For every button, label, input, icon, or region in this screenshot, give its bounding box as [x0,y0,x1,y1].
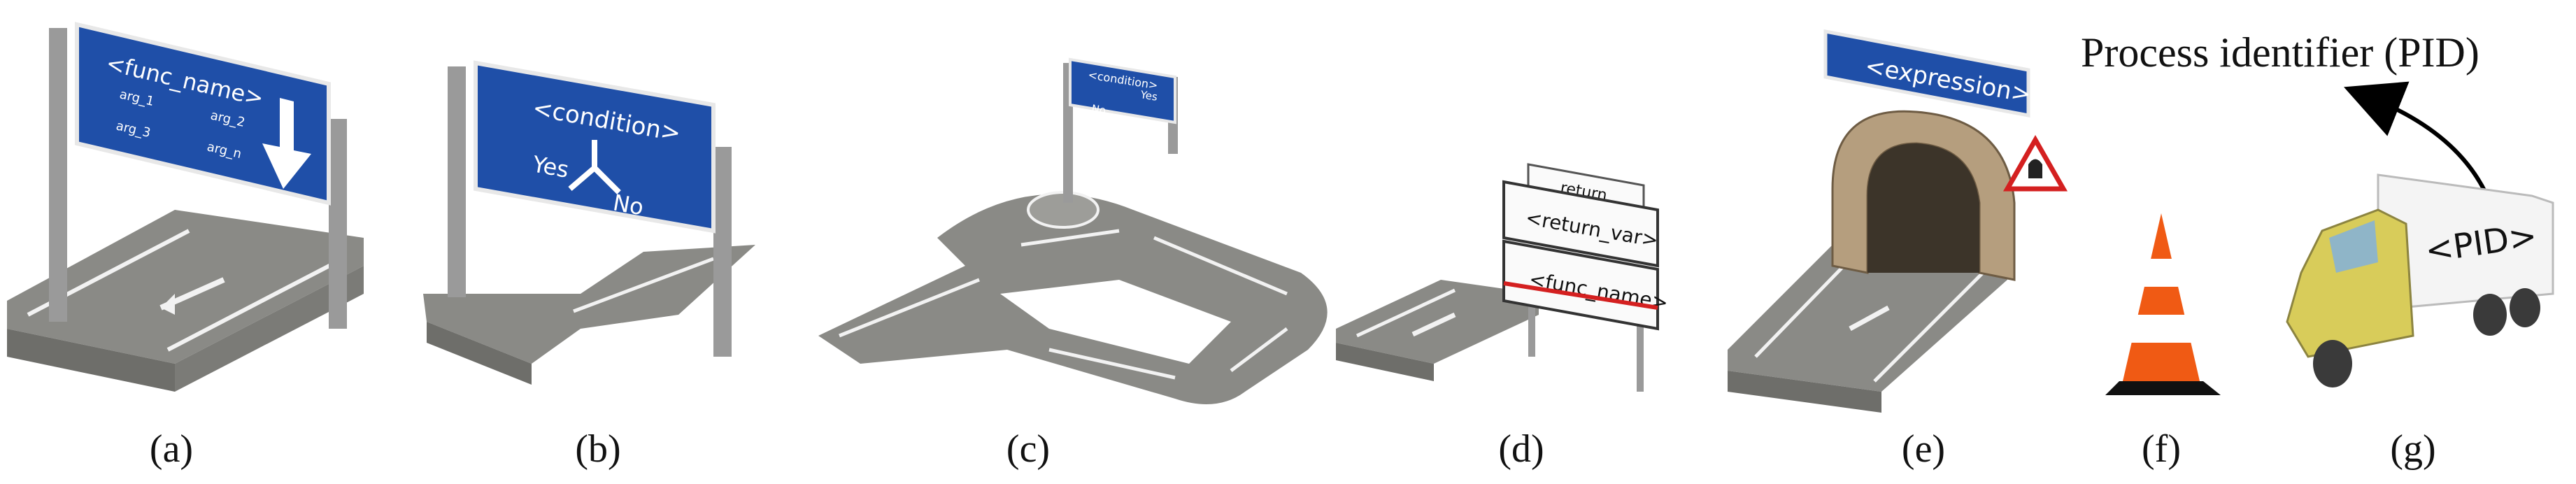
truck-wheel [2510,288,2540,327]
caption-d: (d) [1498,427,1544,471]
truck-windshield [2329,220,2378,273]
truck-icon: <PID> [2286,173,2554,387]
caption-g: (g) [2390,427,2435,471]
pid-annotation: Process identifier (PID) [2081,29,2479,76]
strike-line [1503,281,1658,310]
sign-b-yes: Yes [530,150,571,183]
warning-triangle-icon [2002,134,2068,192]
caption-b: (b) [575,427,620,471]
road-d [1336,280,1539,381]
sign-b-no: No [611,189,646,220]
caption-f: (f) [2142,427,2181,471]
panel-b: <condition> Yes No (b) [423,60,755,471]
road-c [818,191,1328,404]
panel-g: Process identifier (PID) <PID> (g) [2081,29,2554,471]
down-arrow-icon [262,98,311,189]
truck-cab [2286,208,2414,358]
panel-f: (f) [2105,213,2221,471]
sign-a: <func_name> arg_1 arg_2 arg_3 arg_n [75,22,331,206]
panel-a: <func_name> arg_1 arg_2 arg_3 arg_n (a) [7,22,364,471]
road-a [7,210,364,392]
sign-d-return-var: <return_var> [1502,180,1660,268]
pole-d-right [1637,315,1644,392]
tunnel [1831,110,2016,281]
pole-b-left [448,66,466,297]
caption-c: (c) [1006,427,1050,471]
truck-wheel [2473,294,2507,336]
pole-a-right [329,119,347,329]
sign-c-yes: Yes [1139,88,1158,104]
caption-e: (e) [1902,427,1945,471]
sign-b: <condition> Yes No [474,60,716,234]
pole-b-right [713,147,732,357]
traffic-cone-icon [2105,213,2221,395]
caption-a: (a) [150,427,193,471]
truck-wheel [2313,340,2352,387]
panel-c: <condition> Yes No (c) [818,57,1328,471]
pole-a-left [49,28,67,322]
sign-e: <expression> [1823,29,2033,118]
pole-d-left [1528,273,1535,357]
panel-e: <expression> (e) [1728,29,2068,471]
sign-c-no: No [1090,102,1106,117]
panel-d: return <return_var> <func_name> (d) [1336,163,1670,471]
fork-arrow-icon [568,140,621,194]
sign-d-func-name: <func_name> [1502,239,1670,331]
road-b [423,245,755,385]
sign-c: <condition> Yes No [1069,57,1176,124]
